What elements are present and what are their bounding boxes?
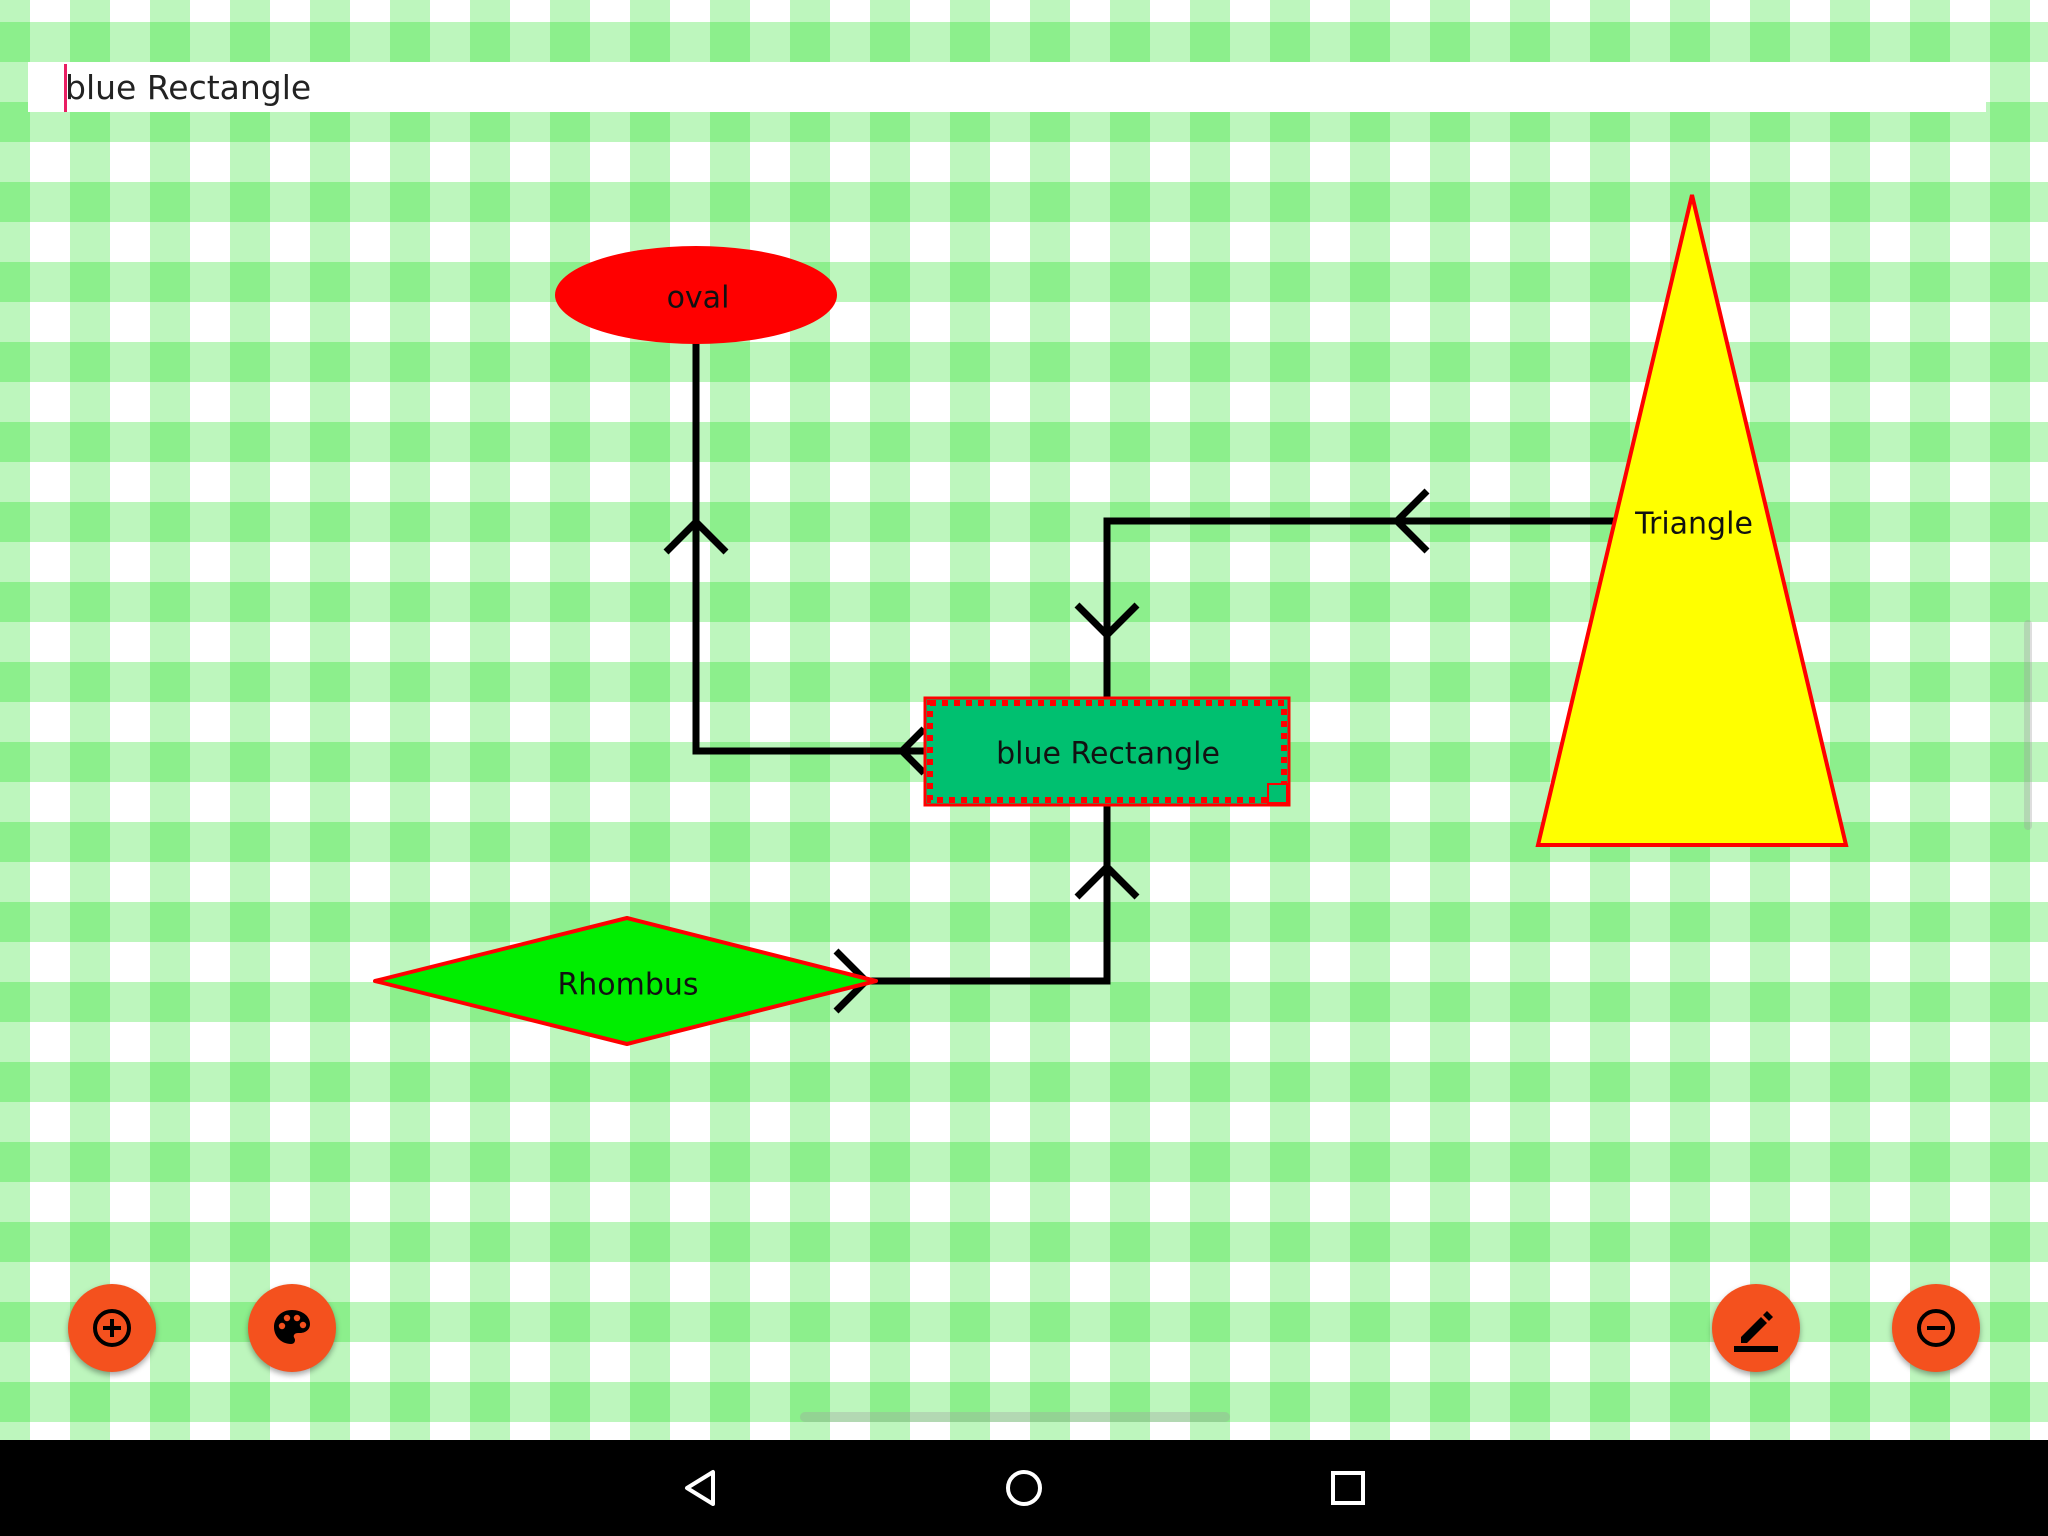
rhombus-shape[interactable]: Rhombus — [373, 916, 878, 1046]
resize-handle — [1267, 783, 1288, 804]
navigation-bar — [0, 1440, 2048, 1536]
add-circle-icon — [93, 1309, 131, 1347]
arrowhead-up-oval — [663, 517, 729, 555]
remove-circle-icon — [1917, 1309, 1955, 1347]
diagram-canvas[interactable]: oval blue Rectangle Triangle Rhombus — [0, 0, 2048, 1440]
text-cursor — [64, 64, 67, 112]
selection-border — [927, 700, 1287, 803]
remove-shape-button[interactable] — [1892, 1284, 1980, 1372]
recents-icon — [1331, 1471, 1365, 1505]
arrowhead-left-rectangle — [897, 726, 927, 776]
oval-label: oval — [667, 281, 730, 316]
recents-button[interactable] — [1314, 1454, 1382, 1522]
connector-rhombus-rectangle — [862, 802, 1111, 985]
arrowhead-up-rectangle — [1074, 862, 1140, 900]
shape-title-input[interactable] — [28, 62, 1986, 112]
vertical-scrollbar[interactable] — [2024, 620, 2032, 830]
home-icon — [1006, 1470, 1042, 1506]
rectangle-label: blue Rectangle — [996, 737, 1220, 772]
arrowhead-left-triangle — [1392, 488, 1430, 554]
triangle-label: Triangle — [1634, 507, 1753, 542]
edit-button[interactable] — [1712, 1284, 1800, 1372]
palette-icon — [274, 1310, 310, 1344]
connector-triangle-rectangle — [1103, 517, 1614, 701]
rhombus-label: Rhombus — [557, 968, 698, 1003]
home-button[interactable] — [990, 1454, 1058, 1522]
add-shape-button[interactable] — [68, 1284, 156, 1372]
diagram-svg: oval blue Rectangle Triangle Rhombus — [373, 194, 1849, 1046]
back-button[interactable] — [667, 1454, 735, 1522]
rectangle-shape[interactable]: blue Rectangle — [923, 696, 1291, 807]
horizontal-scrollbar[interactable] — [800, 1412, 1230, 1422]
triangle-shape[interactable]: Triangle — [1535, 194, 1849, 847]
edit-icon — [1734, 1311, 1778, 1352]
oval-shape[interactable]: oval — [555, 246, 837, 344]
back-icon — [685, 1470, 715, 1506]
palette-button[interactable] — [248, 1284, 336, 1372]
connector-rectangle-oval — [692, 340, 927, 755]
arrowhead-down-rectangle — [1074, 602, 1140, 640]
